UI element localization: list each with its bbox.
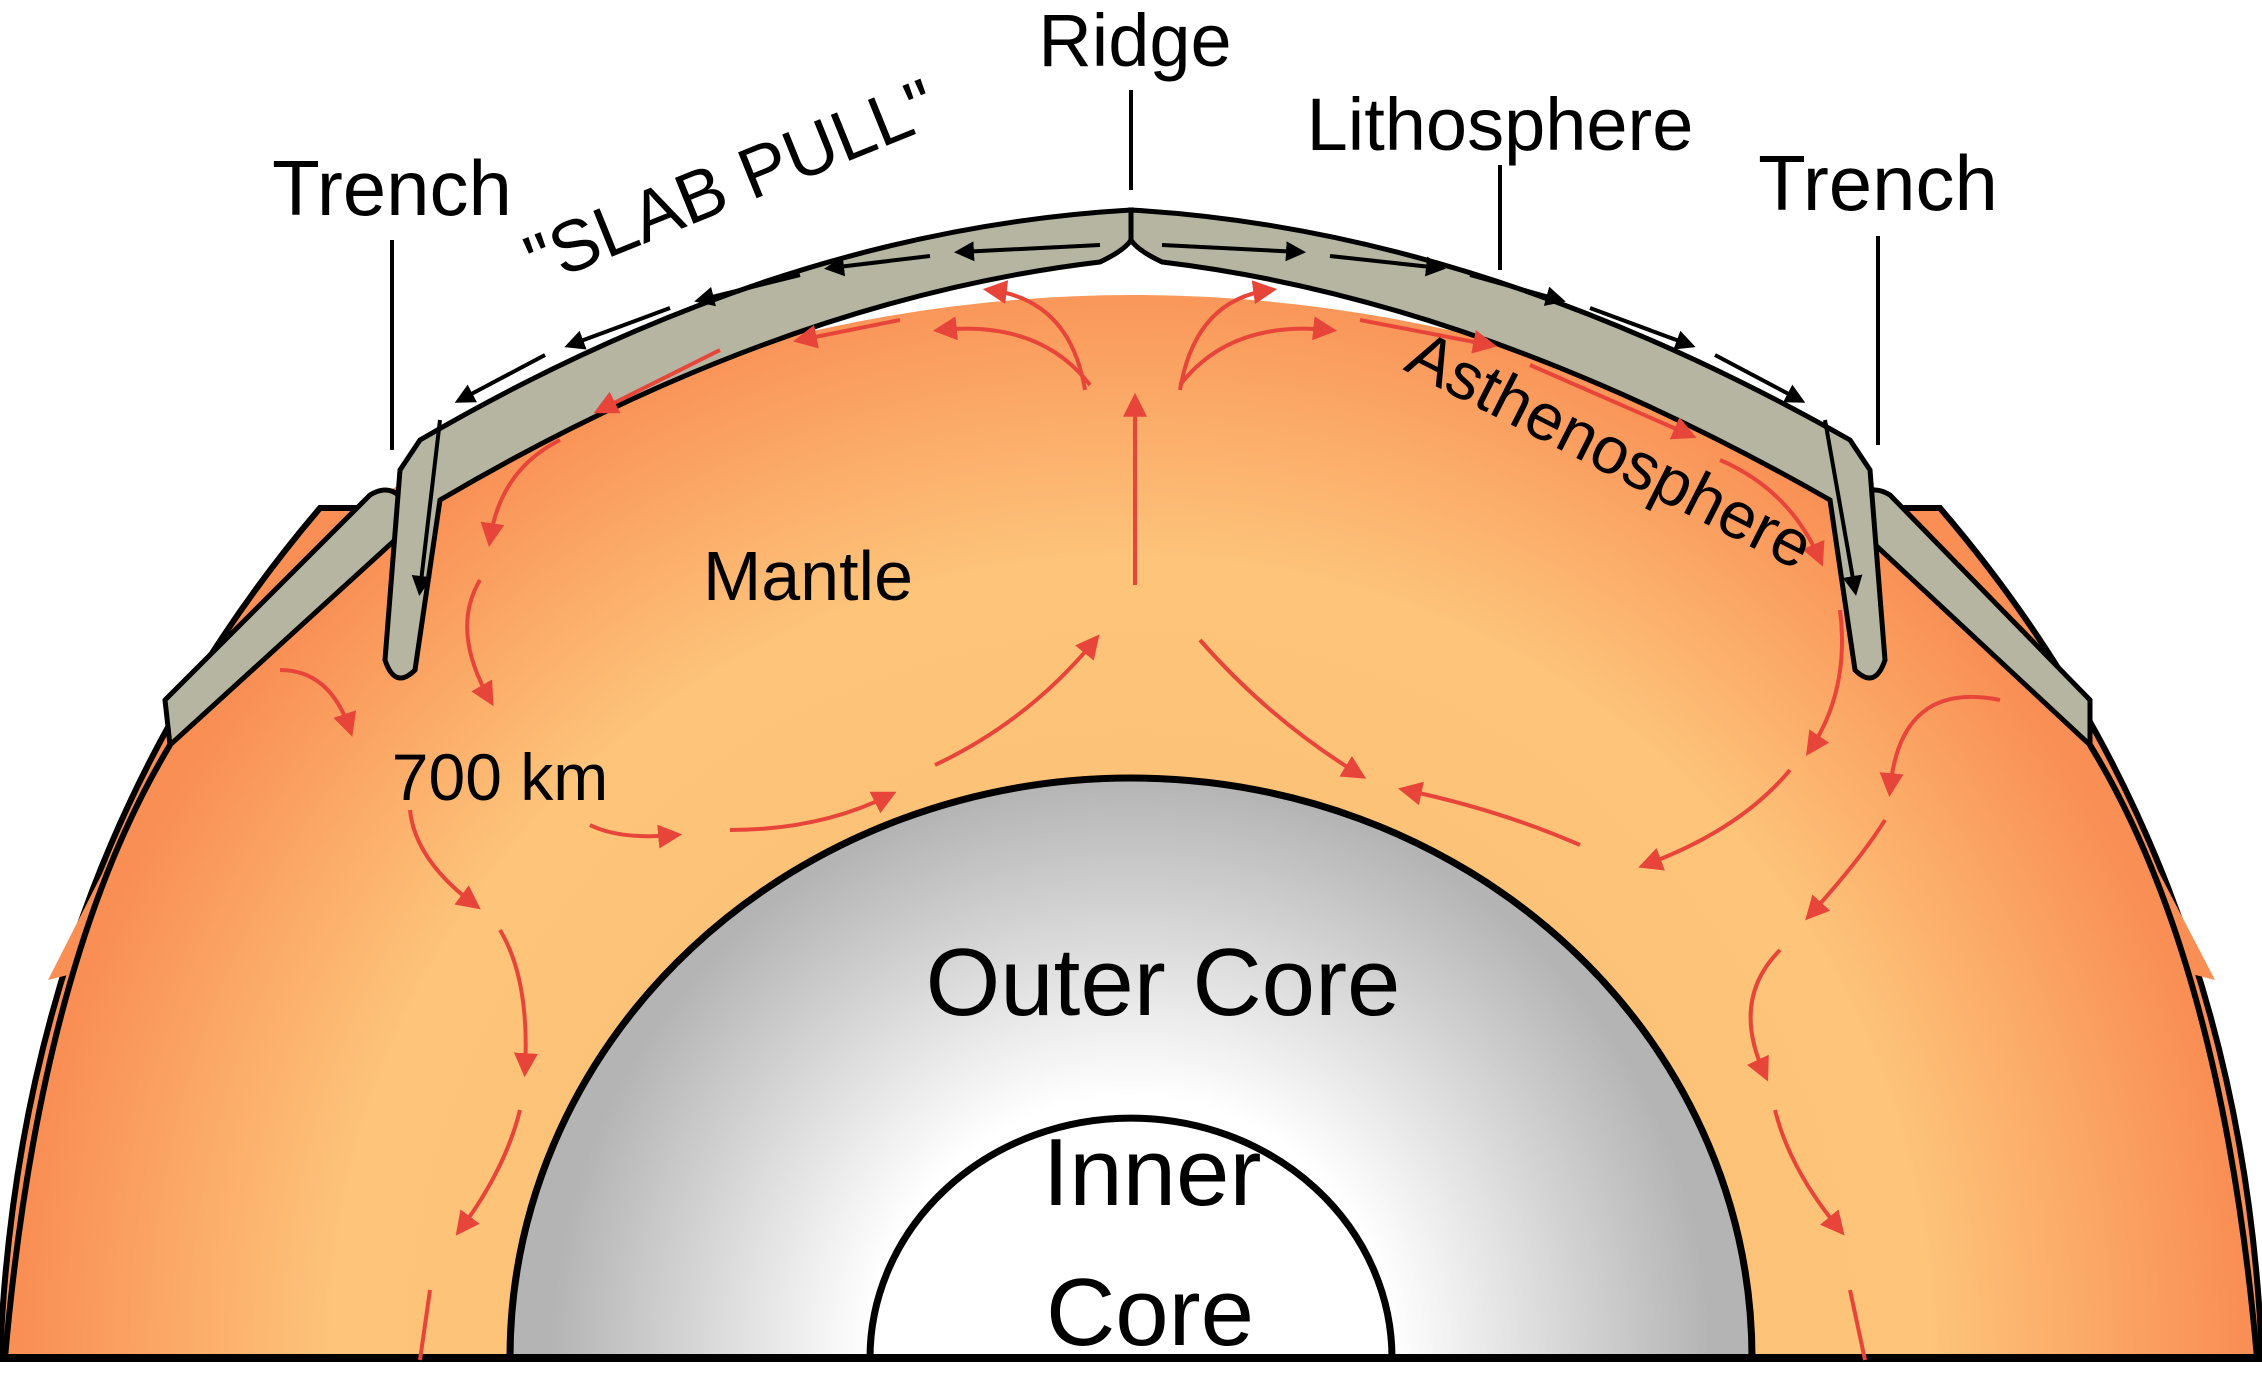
trench-left-label: Trench xyxy=(272,144,512,232)
plate-motion-arrows xyxy=(411,241,1863,596)
upper-mantle-fill xyxy=(48,550,2215,980)
trench-right-label: Trench xyxy=(1758,139,1998,227)
depth-label: 700 km xyxy=(392,740,608,814)
lithosphere-plate-left xyxy=(382,207,1134,681)
lithosphere-label: Lithosphere xyxy=(1307,83,1694,166)
inner-core-label-line2: Core xyxy=(1046,1259,1254,1366)
mantle-label: Mantle xyxy=(703,537,913,615)
pointer-lines xyxy=(390,90,1880,450)
convection-arrows xyxy=(279,280,2001,1361)
ridge-label: Ridge xyxy=(1038,0,1231,82)
mantle-outline-right xyxy=(2087,743,2260,1359)
inner-core-label-line1: Inner xyxy=(1043,1119,1262,1226)
outer-core-label: Outer Core xyxy=(926,929,1401,1036)
lithosphere-plate-right xyxy=(1128,207,1888,681)
inner-core xyxy=(866,1114,1396,1362)
mantle-outline xyxy=(2,743,173,1359)
upper-mantle xyxy=(170,295,2090,740)
outer-core xyxy=(506,774,1756,1362)
